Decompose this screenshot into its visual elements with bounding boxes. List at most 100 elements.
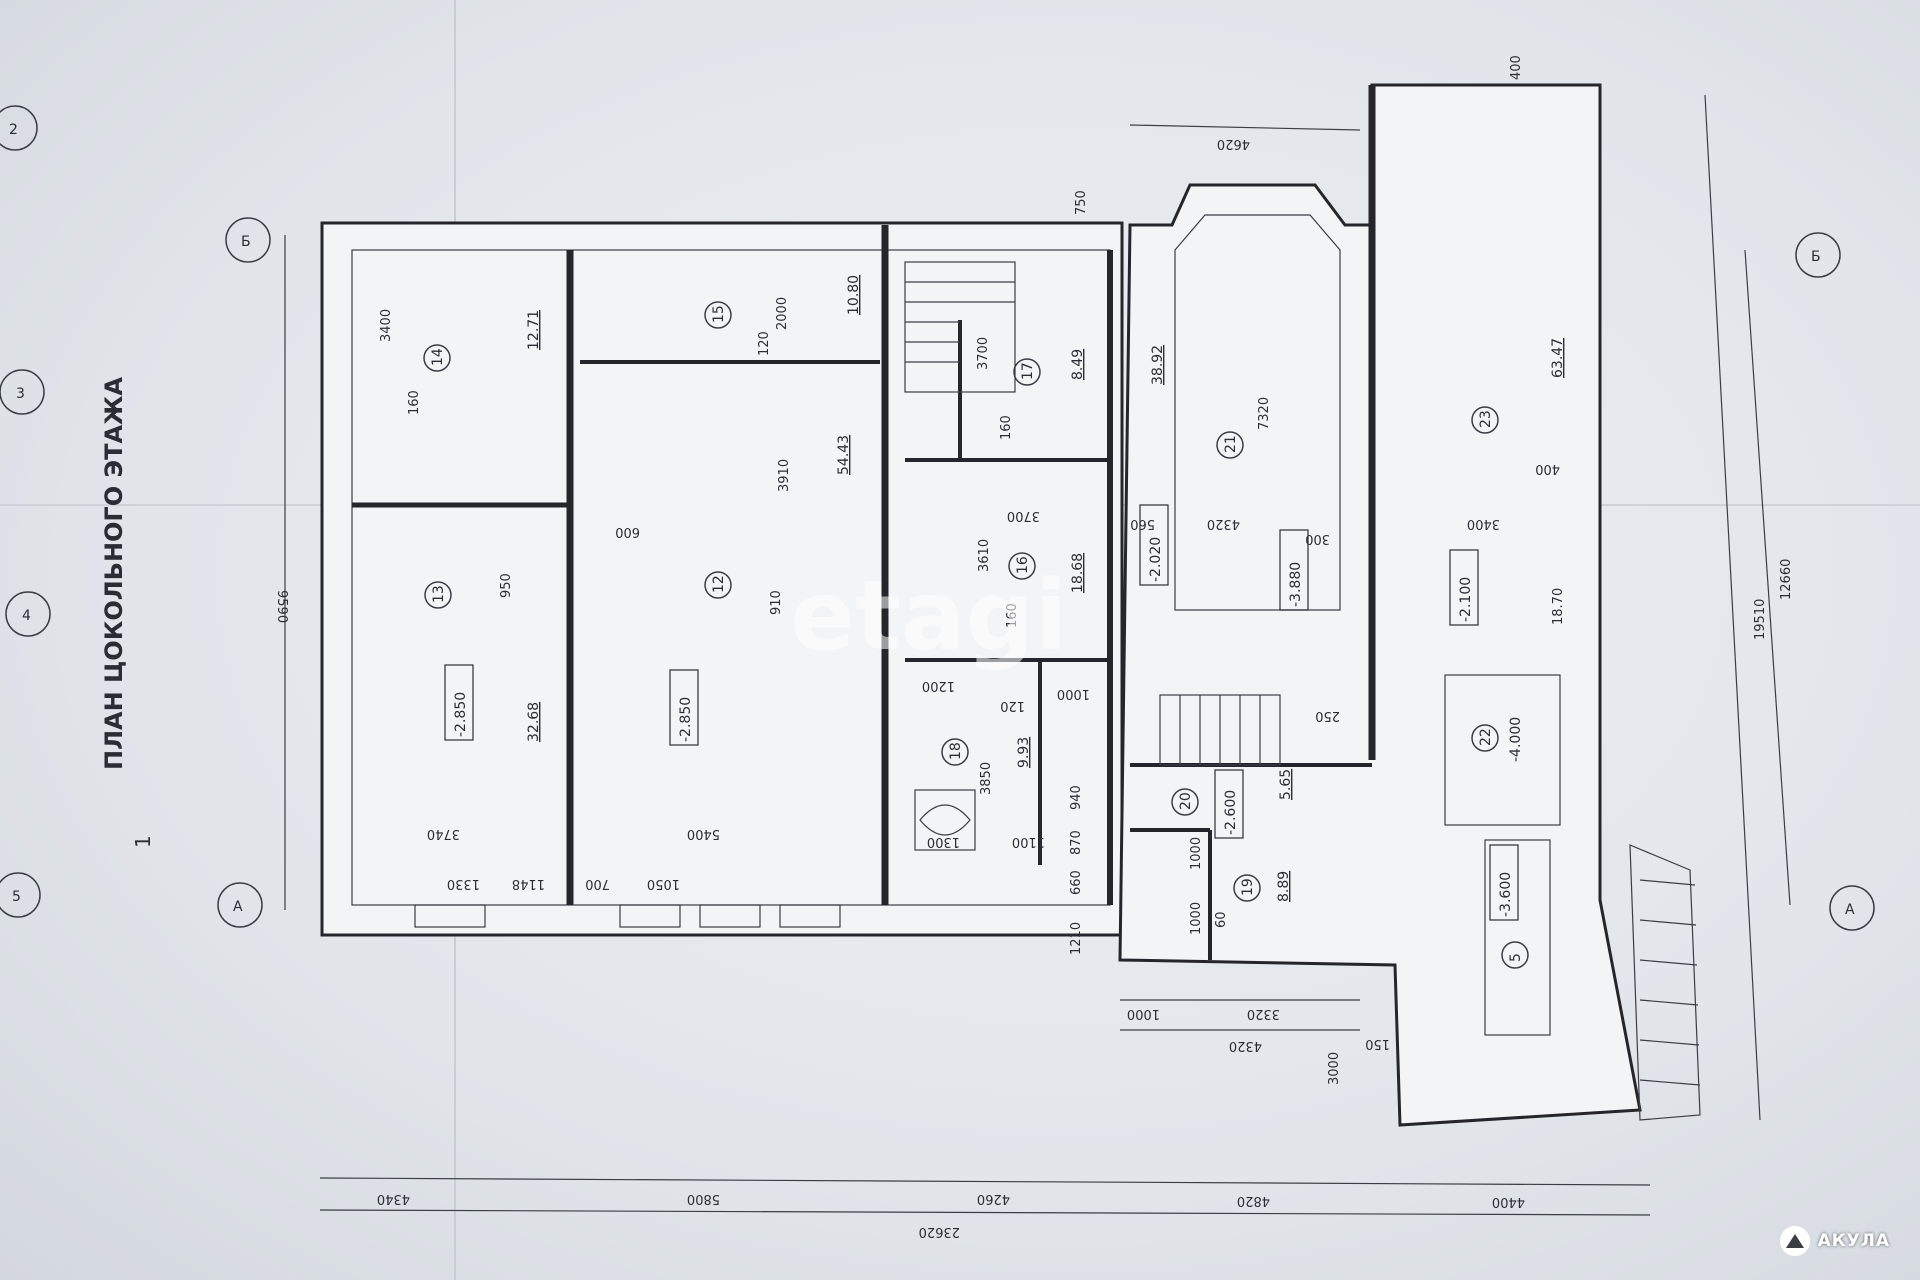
svg-text:12.71: 12.71 bbox=[526, 310, 542, 350]
room-18: 18 9.93 3850 1300 1100 1200 120 bbox=[922, 678, 1045, 849]
dim-label: 1330 bbox=[447, 876, 480, 891]
dim-label: 400 bbox=[1509, 55, 1524, 80]
svg-text:-2.100: -2.100 bbox=[1458, 577, 1474, 622]
pool bbox=[1444, 674, 1561, 826]
svg-text:17: 17 bbox=[1020, 362, 1036, 380]
dim-label: 4340 bbox=[377, 1191, 410, 1206]
section-marker: 1 bbox=[131, 835, 155, 848]
axis-number-3: 3 bbox=[0, 369, 45, 415]
dimension-line bbox=[1704, 94, 1761, 1121]
dimension-line bbox=[1744, 249, 1791, 906]
svg-text:3: 3 bbox=[16, 386, 25, 402]
axis-letter-b-right: Б bbox=[1795, 232, 1841, 278]
dimension-line bbox=[319, 1177, 1651, 1186]
room-16: 16 18.68 3610 3700 160 bbox=[977, 508, 1086, 628]
svg-text:4320: 4320 bbox=[1207, 516, 1240, 531]
room-21: 21 38.92 -2.020 -3.880 7320 4320 560 bbox=[1130, 345, 1309, 611]
dim-label: 1000 bbox=[1127, 1006, 1160, 1021]
axis-letter-a-left: А bbox=[217, 882, 263, 928]
svg-text:5400: 5400 bbox=[687, 826, 720, 841]
room-22: 22 -4.000 bbox=[1471, 717, 1524, 762]
room-19: 19 8.89 1000 1000 60 bbox=[1189, 837, 1292, 935]
svg-text:38.92: 38.92 bbox=[1150, 345, 1166, 385]
axis-letter-b-left: Б bbox=[225, 217, 271, 263]
svg-text:22: 22 bbox=[1478, 728, 1494, 746]
svg-text:2: 2 bbox=[9, 122, 18, 138]
svg-text:400: 400 bbox=[1535, 461, 1560, 476]
svg-text:23: 23 bbox=[1478, 410, 1494, 428]
svg-text:1200: 1200 bbox=[922, 678, 955, 693]
room-15: 15 10.80 2000 120 bbox=[704, 275, 862, 356]
svg-text:-2.600: -2.600 bbox=[1223, 790, 1239, 835]
svg-text:5.65: 5.65 bbox=[1278, 769, 1294, 800]
svg-text:А: А bbox=[1845, 902, 1855, 918]
svg-text:950: 950 bbox=[499, 573, 514, 598]
svg-text:-3.880: -3.880 bbox=[1288, 562, 1304, 607]
dimension-line bbox=[319, 1209, 1651, 1216]
svg-text:-2.850: -2.850 bbox=[453, 692, 469, 737]
dim-label: 660 bbox=[1069, 870, 1084, 895]
svg-text:3850: 3850 bbox=[979, 762, 994, 795]
svg-text:910: 910 bbox=[769, 590, 784, 615]
svg-text:560: 560 bbox=[1130, 516, 1155, 531]
svg-text:18.70: 18.70 bbox=[1551, 588, 1566, 625]
svg-text:3700: 3700 bbox=[976, 337, 991, 370]
svg-text:32.68: 32.68 bbox=[526, 702, 542, 742]
axis-number-5: 5 bbox=[0, 872, 41, 918]
svg-text:160: 160 bbox=[407, 390, 422, 415]
axis-number-4: 4 bbox=[5, 591, 51, 637]
svg-text:3610: 3610 bbox=[977, 539, 992, 572]
svg-text:-3.600: -3.600 bbox=[1498, 872, 1514, 917]
dim-label: 4620 bbox=[1217, 136, 1250, 151]
svg-text:21: 21 bbox=[1223, 435, 1239, 453]
plan-title: ПЛАН ЦОКОЛЬНОГО ЭТАЖА bbox=[100, 377, 128, 770]
dim-label: 1210 bbox=[1069, 922, 1084, 955]
dim-label: 870 bbox=[1069, 830, 1084, 855]
dim-label: 300 bbox=[1305, 531, 1330, 546]
svg-text:9.93: 9.93 bbox=[1016, 737, 1032, 768]
right-wing-outline bbox=[1118, 83, 1642, 1127]
porch-steps bbox=[1629, 844, 1701, 1121]
room-23: 23 63.47 -2.100 3400 400 18.70 bbox=[1449, 338, 1566, 626]
overall-width: 19510 bbox=[1753, 599, 1768, 640]
svg-text:А: А bbox=[233, 899, 243, 915]
svg-text:4: 4 bbox=[22, 608, 31, 624]
room-17: 17 8.49 3700 160 bbox=[976, 337, 1086, 440]
svg-text:1300: 1300 bbox=[927, 834, 960, 849]
svg-text:5: 5 bbox=[12, 889, 21, 905]
svg-text:3700: 3700 bbox=[1007, 508, 1040, 523]
svg-text:54.43: 54.43 bbox=[836, 435, 852, 475]
svg-text:1000: 1000 bbox=[1189, 837, 1204, 870]
svg-text:8.89: 8.89 bbox=[1276, 871, 1292, 902]
right-width: 12660 bbox=[1779, 559, 1794, 600]
dim-label: 1000 bbox=[1057, 686, 1090, 701]
brand-name: АКУЛА bbox=[1817, 1231, 1890, 1251]
room-14: 14 12.71 3400 160 bbox=[379, 309, 542, 415]
overall-length: 23620 bbox=[919, 1224, 960, 1239]
room-13: 13 32.68 -2.850 950 3740 bbox=[424, 573, 542, 841]
svg-text:18: 18 bbox=[948, 742, 964, 760]
svg-text:60: 60 bbox=[1214, 911, 1229, 928]
svg-text:15: 15 bbox=[711, 305, 727, 323]
dim-label: 600 bbox=[615, 524, 640, 539]
dim-label: 4400 bbox=[1492, 1194, 1525, 1209]
svg-text:20: 20 bbox=[1178, 792, 1194, 810]
svg-text:5: 5 bbox=[1508, 953, 1524, 962]
svg-text:16: 16 bbox=[1015, 556, 1031, 574]
svg-text:3910: 3910 bbox=[777, 459, 792, 492]
dim-label: 3320 bbox=[1247, 1006, 1280, 1021]
staircase bbox=[904, 261, 1016, 393]
svg-text:19: 19 bbox=[1240, 878, 1256, 896]
dim-label: 4820 bbox=[1237, 1193, 1270, 1208]
dim-label: 4260 bbox=[977, 1191, 1010, 1206]
svg-text:8.49: 8.49 bbox=[1070, 349, 1086, 380]
svg-text:18.68: 18.68 bbox=[1070, 553, 1086, 593]
svg-text:120: 120 bbox=[757, 331, 772, 356]
bathtub-icon bbox=[914, 789, 976, 851]
svg-text:7320: 7320 bbox=[1257, 397, 1272, 430]
staircase bbox=[1159, 694, 1281, 766]
axis-number-2: 2 bbox=[0, 105, 38, 151]
svg-text:160: 160 bbox=[999, 415, 1014, 440]
